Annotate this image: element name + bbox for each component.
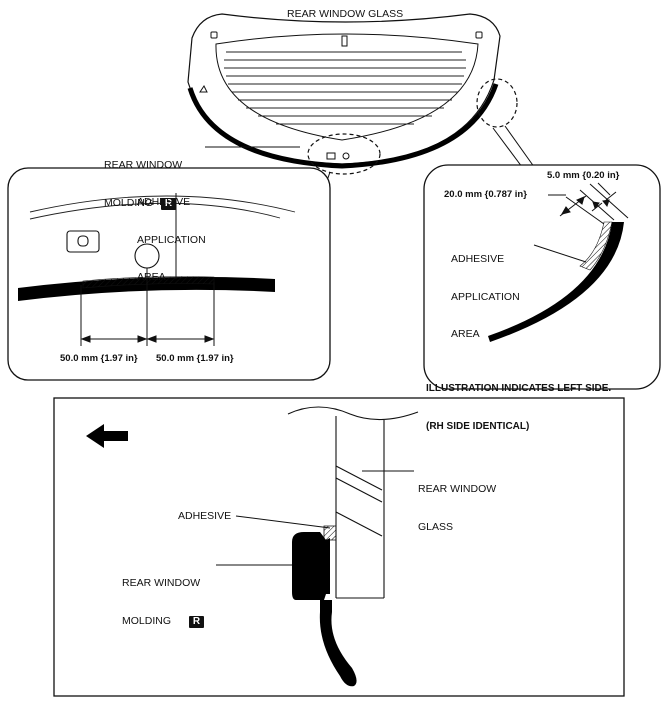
right-adhesive-label-line1: ADHESIVE bbox=[451, 253, 505, 265]
left-adhesive-label: ADHESIVE APPLICATION AREA bbox=[137, 171, 206, 296]
section-glass bbox=[287, 406, 419, 599]
top-molding-label-line2: MOLDING R bbox=[104, 197, 182, 210]
center-callout-circle bbox=[307, 133, 381, 175]
left-adhesive-label-line3: AREA bbox=[137, 271, 166, 283]
side-callout-circle bbox=[476, 78, 518, 128]
top-molding-label-line1: REAR WINDOW bbox=[104, 159, 183, 171]
left-adhesive-label-line2: APPLICATION bbox=[137, 233, 206, 246]
section-molding-label-text: MOLDING bbox=[122, 614, 172, 627]
adhesive-label-leader bbox=[235, 515, 331, 529]
right-adhesive-leader bbox=[533, 244, 587, 263]
left-detail-box bbox=[7, 167, 331, 381]
section-glass-label-line1: REAR WINDOW bbox=[418, 483, 497, 495]
top-molding-label: REAR WINDOW MOLDING R bbox=[104, 134, 182, 222]
left-dimension-label-1: 50.0 mm {1.97 in} bbox=[60, 353, 138, 364]
rear-window-molding-strip bbox=[187, 83, 499, 169]
left-dimension-label-2: 50.0 mm {1.97 in} bbox=[156, 353, 234, 364]
left-adhesive-label-line1: ADHESIVE bbox=[137, 196, 191, 208]
section-glass-label: REAR WINDOW GLASS bbox=[418, 458, 496, 546]
section-molding-label: REAR WINDOW MOLDING R bbox=[122, 552, 205, 640]
right-adhesive-label-line3: AREA bbox=[451, 328, 480, 340]
right-detail-molding bbox=[488, 222, 624, 342]
section-adhesive-label: ADHESIVE bbox=[178, 510, 232, 522]
glass-corner-marks bbox=[199, 31, 483, 93]
left-side-note-line2: (RH SIDE IDENTICAL) bbox=[426, 420, 530, 432]
rear-window-glass-label: REAR WINDOW GLASS bbox=[287, 8, 404, 20]
section-molding-label-line2: MOLDING R bbox=[122, 614, 205, 628]
left-detail-dimension-lines bbox=[80, 268, 215, 346]
right-adhesive-label-line2: APPLICATION bbox=[451, 290, 520, 303]
right-detail-adhesive-area bbox=[579, 221, 613, 271]
section-adhesive bbox=[323, 525, 337, 541]
molding-replace-badge: R bbox=[161, 197, 177, 210]
section-molding-replace-badge: R bbox=[189, 615, 205, 628]
section-view-frame bbox=[53, 397, 625, 697]
section-glass-label-line2: GLASS bbox=[418, 520, 454, 533]
top-molding-label-text: MOLDING bbox=[104, 196, 154, 209]
direction-arrow-icon bbox=[86, 424, 128, 448]
defroster-grid-lines bbox=[224, 51, 466, 125]
section-molding bbox=[292, 532, 357, 687]
glass-tab bbox=[341, 35, 348, 47]
right-dimension-outer-label: 5.0 mm {0.20 in} bbox=[547, 170, 620, 181]
right-dimension-inner-label: 20.0 mm {0.787 in} bbox=[444, 189, 527, 200]
right-adhesive-label: ADHESIVE APPLICATION AREA bbox=[451, 228, 520, 353]
section-molding-label-line1: REAR WINDOW bbox=[122, 577, 201, 589]
right-detail-box bbox=[423, 164, 661, 390]
left-side-note-line1: ILLUSTRATION INDICATES LEFT SIDE. bbox=[426, 383, 612, 394]
right-detail-dimension-lines bbox=[548, 182, 629, 225]
center-callout-icons bbox=[326, 152, 350, 160]
left-side-note: ILLUSTRATION INDICATES LEFT SIDE. (RH SI… bbox=[426, 358, 611, 446]
